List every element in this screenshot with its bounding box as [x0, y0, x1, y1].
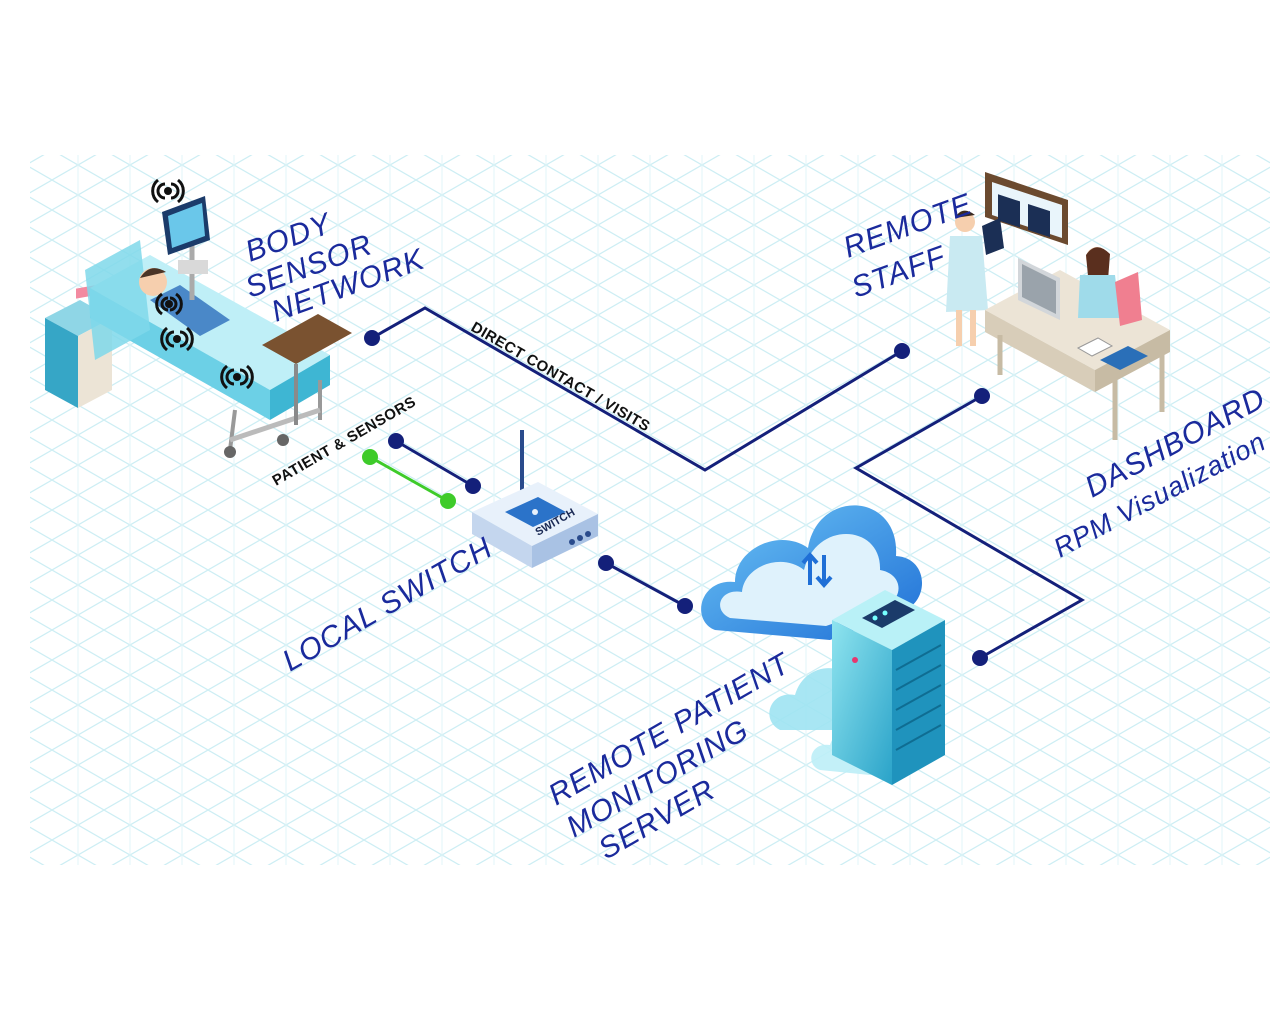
switch-cloud-link — [605, 561, 686, 608]
network-links — [362, 306, 1086, 666]
sensor-switch-link — [395, 439, 474, 488]
link-node — [465, 478, 481, 494]
link-node — [974, 388, 990, 404]
link-node — [677, 598, 693, 614]
link-node — [440, 493, 456, 509]
remote-staff-illustration — [946, 172, 1170, 440]
link-node — [598, 555, 614, 571]
link-node — [894, 343, 910, 359]
link-node — [972, 650, 988, 666]
dashboard-server-link — [853, 394, 1086, 660]
sensor-green-link — [369, 455, 449, 503]
link-node — [364, 330, 380, 346]
cloud-server-illustration — [701, 505, 945, 785]
switch-device-illustration: SWITCH — [472, 430, 598, 568]
direct-contact-link — [371, 306, 903, 472]
hospital-bed-illustration — [45, 178, 352, 458]
link-node — [388, 433, 404, 449]
link-node — [362, 449, 378, 465]
